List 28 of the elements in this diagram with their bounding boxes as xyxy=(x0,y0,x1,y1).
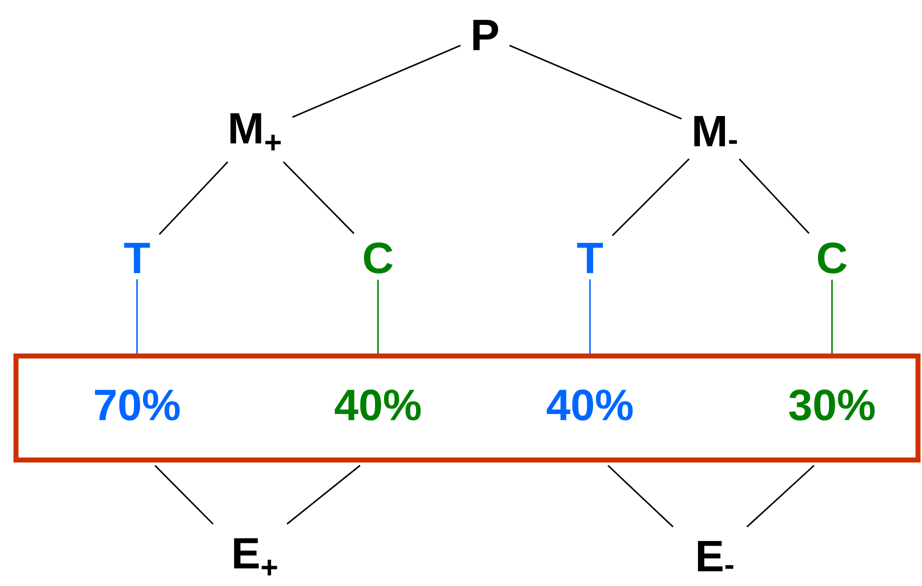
connector-line xyxy=(377,280,379,354)
connector-line xyxy=(282,161,354,234)
connector-line xyxy=(612,158,690,236)
percentage-label: 30% xyxy=(789,389,875,421)
connector-line xyxy=(136,279,138,354)
node-label: M$_{-}$ xyxy=(694,116,737,146)
frame-box xyxy=(14,354,920,462)
node-label: T xyxy=(124,242,150,274)
connector-line xyxy=(589,279,591,354)
node-label: T xyxy=(577,242,603,274)
connector-line xyxy=(509,44,682,120)
node-label: E$_{+}$ xyxy=(234,538,278,576)
connector-line xyxy=(831,280,833,354)
connector-line xyxy=(292,44,461,118)
connector-line xyxy=(607,464,674,528)
node-label: C xyxy=(818,242,847,274)
node-label: E$_{-}$ xyxy=(698,541,734,572)
node-label: M$_{+}$ xyxy=(230,113,281,150)
connector-line xyxy=(746,464,814,528)
node-label: C xyxy=(364,242,393,274)
percentage-label: 40% xyxy=(334,389,421,420)
percentage-label: 40% xyxy=(546,389,633,420)
connector-line xyxy=(154,464,214,525)
percentage-label: 70% xyxy=(95,389,180,420)
node-label: P xyxy=(473,20,498,50)
connector-line xyxy=(738,158,810,234)
connector-line xyxy=(158,161,228,235)
connector-line xyxy=(286,464,360,525)
